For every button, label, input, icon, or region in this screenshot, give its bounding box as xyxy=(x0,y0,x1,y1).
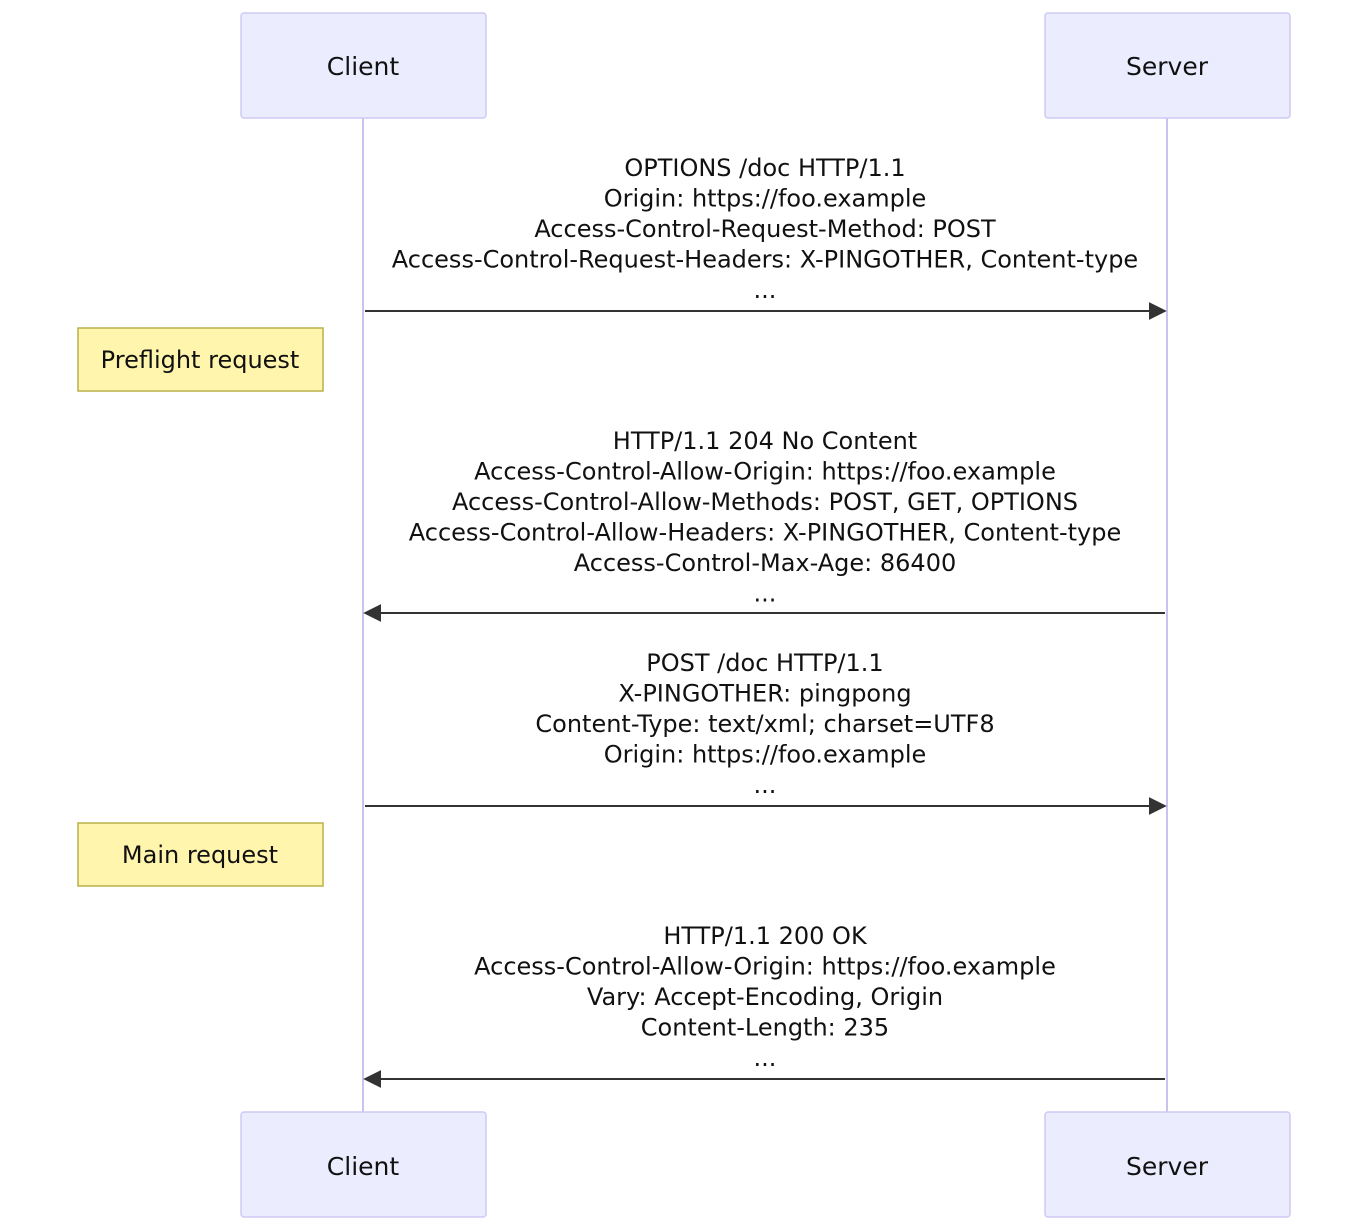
message-label-line: ... xyxy=(754,771,777,799)
message-label-line: HTTP/1.1 200 OK xyxy=(663,922,868,950)
message-label-line: ... xyxy=(754,580,777,608)
note-preflight-label: Preflight request xyxy=(101,346,300,374)
actor-client-bottom: Client xyxy=(240,1111,487,1218)
actor-server-top: Server xyxy=(1044,12,1291,119)
actor-client-top-label: Client xyxy=(327,52,400,81)
actor-server-top-label: Server xyxy=(1126,52,1209,81)
actor-server-bottom-label: Server xyxy=(1126,1152,1209,1181)
message-label-line: Access-Control-Allow-Origin: https://foo… xyxy=(474,458,1056,486)
message-label-line: Access-Control-Allow-Origin: https://foo… xyxy=(474,953,1056,981)
message-label-line: Origin: https://foo.example xyxy=(604,185,927,213)
message-label-line: Content-Length: 235 xyxy=(641,1014,889,1042)
note-main-request: Main request xyxy=(77,822,324,887)
message-main-request: POST /doc HTTP/1.1X-PINGOTHER: pingpongC… xyxy=(365,649,1167,815)
message-label-line: Access-Control-Max-Age: 86400 xyxy=(574,549,956,577)
message-label-line: Access-Control-Request-Headers: X-PINGOT… xyxy=(392,246,1138,274)
message-label-line: X-PINGOTHER: pingpong xyxy=(618,680,911,708)
message-label-line: Access-Control-Allow-Methods: POST, GET,… xyxy=(452,488,1078,516)
message-label-line: HTTP/1.1 204 No Content xyxy=(613,427,917,455)
message-label-line: Content-Type: text/xml; charset=UTF8 xyxy=(535,710,994,738)
actor-client-bottom-label: Client xyxy=(327,1152,400,1181)
message-preflight-response: HTTP/1.1 204 No ContentAccess-Control-Al… xyxy=(363,427,1165,622)
note-main-label: Main request xyxy=(122,841,278,869)
message-label-line: Vary: Accept-Encoding, Origin xyxy=(587,983,943,1011)
message-label-line: ... xyxy=(754,1044,777,1072)
message-label-line: ... xyxy=(754,276,777,304)
message-label-line: Access-Control-Allow-Headers: X-PINGOTHE… xyxy=(409,519,1121,547)
message-label-line: POST /doc HTTP/1.1 xyxy=(646,649,883,677)
message-label-line: Origin: https://foo.example xyxy=(604,741,927,769)
actor-client-top: Client xyxy=(240,12,487,119)
note-preflight-request: Preflight request xyxy=(77,327,324,392)
message-main-response: HTTP/1.1 200 OK Access-Control-Allow-Orig… xyxy=(363,922,1165,1088)
message-label-line: Access-Control-Request-Method: POST xyxy=(534,215,996,243)
message-label-line: OPTIONS /doc HTTP/1.1 xyxy=(624,154,905,182)
actor-server-bottom: Server xyxy=(1044,1111,1291,1218)
